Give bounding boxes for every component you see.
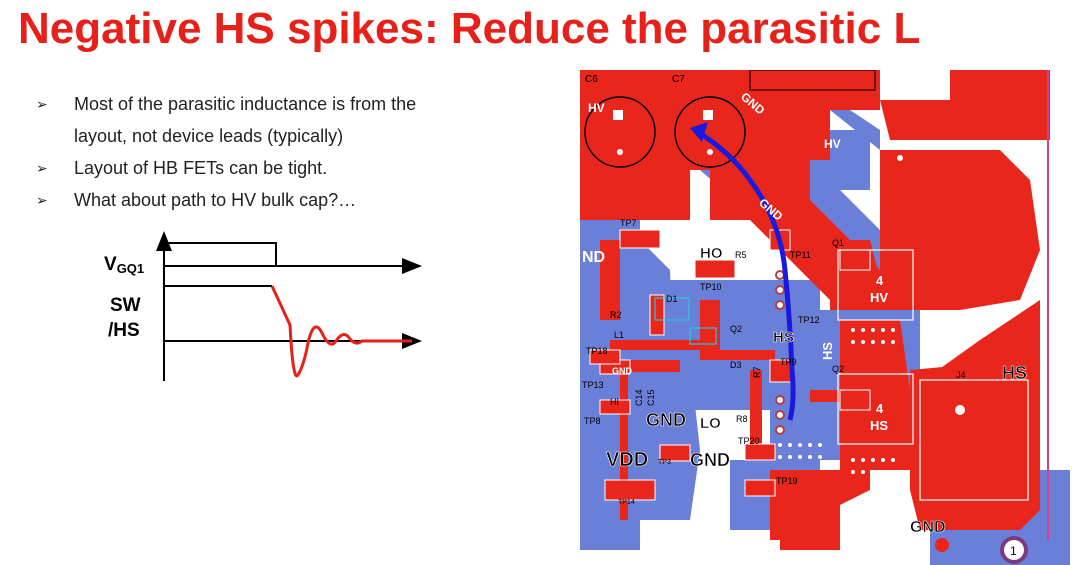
pcb-label-tp19: TP19 (776, 476, 798, 486)
pcb-label-hs-j4: HS (1002, 363, 1027, 383)
pcb-label-tp18: TP18 (586, 346, 608, 356)
pcb-layout-image: 1 C6 C7 HV GND HV GND ND 4 HV HS 4 HS GN… (580, 70, 1080, 565)
vgq1-label: V (104, 254, 117, 275)
bullet-text: Most of the parasitic inductance is from… (74, 94, 417, 114)
pcb-label-gnd-mid: GND (646, 410, 686, 430)
pcb-label-ho: HO (700, 245, 723, 262)
pcb-label-nd: ND (582, 249, 605, 266)
arrow-bullet-icon: ➢ (36, 160, 48, 176)
pcb-label-r2: R2 (610, 310, 622, 320)
pcb-label-q2-lbl: Q2 (730, 324, 742, 334)
pcb-label-q1: Q1 (832, 238, 844, 248)
pcb-label-gnd-bottom: GND (690, 450, 730, 470)
pcb-label-gnd-small: GND (612, 366, 633, 376)
pcb-label-tp12: TP12 (798, 315, 820, 325)
bullet-text: layout, not device leads (typically) (74, 126, 344, 146)
vgq1-label-subscript: GQ1 (117, 261, 144, 276)
svg-text:VGQ1: VGQ1 (104, 254, 144, 276)
pcb-label-r5: R5 (735, 250, 747, 260)
pcb-label-r7: R7 (752, 366, 762, 378)
pcb-label-hv-right: HV (824, 137, 841, 151)
pcb-label-tp7: TP7 (620, 218, 637, 228)
current-path-arrow (690, 122, 796, 421)
arrow-bullet-icon: ➢ (36, 192, 48, 208)
pcb-label-lo: LO (700, 415, 721, 432)
pcb-label-tp3: TP3 (658, 459, 671, 466)
pcb-label-l1: L1 (614, 330, 624, 340)
pcb-label-c14: C14 (634, 389, 644, 406)
bullet-item: ➢ Layout of HB FETs can be tight. (36, 152, 486, 184)
pcb-label-q1-pin: 4 (876, 273, 884, 288)
pcb-label-q1-net: HV (870, 290, 888, 305)
pcb-label-tp9: TP9 (780, 357, 797, 367)
pcb-label-vdd: VDD (606, 449, 648, 471)
hs-label: /HS (108, 320, 140, 341)
pcb-label-c15: C15 (646, 389, 656, 406)
sw-ringing-trace (270, 285, 412, 378)
pcb-label-j4: J4 (956, 370, 966, 380)
arrow-bullet-icon: ➢ (36, 96, 48, 112)
pcb-label-r8: R8 (736, 414, 748, 424)
vgq1-pulse (164, 242, 277, 266)
page-number: 1 (1010, 544, 1017, 558)
pcb-label-tp13: TP13 (582, 380, 604, 390)
pcb-label-hv-cap: HV (588, 101, 605, 115)
slide-title: Negative HS spikes: Reduce the parasitic… (18, 4, 921, 53)
bullet-text: Layout of HB FETs can be tight. (74, 158, 328, 178)
pcb-label-q2-pin: 4 (876, 401, 884, 416)
pcb-label-tp10: TP10 (700, 282, 722, 292)
pcb-label-d3: D3 (730, 360, 742, 370)
pcb-label-q2-net: HS (870, 418, 888, 433)
bullet-item: ➢ Most of the parasitic inductance is fr… (36, 88, 486, 152)
pcb-label-c7: C7 (672, 74, 685, 85)
pcb-label-hi: HI (610, 397, 619, 407)
pcb-label-hs-mid: HS (773, 329, 794, 346)
pcb-label-tp20: TP20 (738, 436, 760, 446)
pcb-label-d1: D1 (666, 294, 678, 304)
pcb-label-hs-vert: HS (820, 342, 835, 360)
pcb-label-c6: C6 (585, 74, 598, 85)
sw-label: SW (110, 295, 141, 316)
waveform-diagram: VGQ1 SW /HS (104, 231, 422, 381)
pcb-label-tp8: TP8 (584, 416, 601, 426)
bullet-list: ➢ Most of the parasitic inductance is fr… (36, 88, 486, 216)
bullet-text: What about path to HV bulk cap?… (74, 190, 357, 210)
bullet-item: ➢ What about path to HV bulk cap?… (36, 184, 486, 216)
pcb-label-tp11: TP11 (790, 250, 811, 260)
pcb-label-q2: Q2 (832, 364, 844, 374)
pcb-label-tp14: TP14 (618, 499, 635, 506)
pcb-label-gnd-j4: GND (910, 519, 946, 536)
